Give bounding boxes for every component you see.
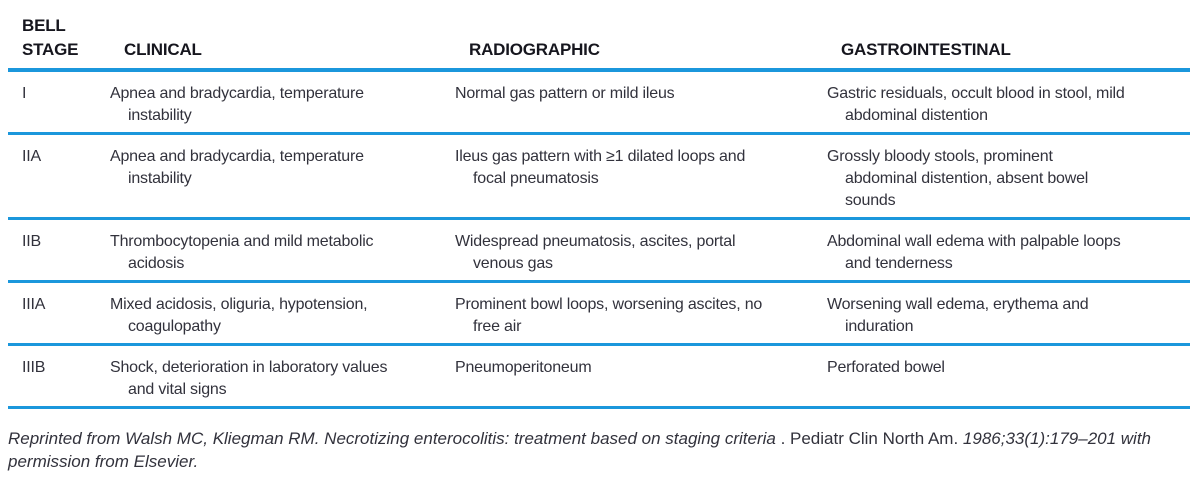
- cell-clinical: Mixed acidosis, oliguria, hypotension, c…: [110, 296, 368, 335]
- table-row: IIB Thrombocytopenia and mild metabolic …: [8, 220, 1190, 283]
- cell-gastrointestinal: Gastric residuals, occult blood in stool…: [827, 85, 1125, 124]
- cell-gastrointestinal: Worsening wall edema, erythema and indur…: [827, 296, 1089, 335]
- citation-italic-part-1: Reprinted from Walsh MC, Kliegman RM. Ne…: [8, 429, 776, 448]
- cell-clinical: Shock, deterioration in laboratory value…: [110, 359, 388, 398]
- cell-gastrointestinal: Abdominal wall edema with palpable loops…: [827, 233, 1121, 272]
- cell-gastrointestinal: Perforated bowel: [827, 359, 945, 376]
- cell-clinical: Thrombocytopenia and mild metabolic acid…: [110, 233, 374, 272]
- cell-radiographic: Widespread pneumatosis, ascites, portal …: [455, 233, 736, 272]
- citation-roman-part: . Pediatr Clin North Am.: [775, 429, 963, 448]
- table-row: IIIB Shock, deterioration in laboratory …: [8, 346, 1190, 409]
- cell-gastrointestinal: Grossly bloody stools, prominent abdomin…: [827, 148, 1089, 209]
- cell-radiographic: Pneumoperitoneum: [455, 359, 592, 376]
- header-bell-stage: BELL STAGE: [22, 16, 79, 59]
- cell-bell-stage: I: [22, 85, 27, 102]
- header-gastrointestinal: GASTROINTESTINAL: [841, 40, 1011, 59]
- table-header-row: BELL STAGE CLINICAL RADIOGRAPHIC GASTROI…: [8, 0, 1190, 72]
- table-row: I Apnea and bradycardia, temperature ins…: [8, 72, 1190, 135]
- bell-staging-table: BELL STAGE CLINICAL RADIOGRAPHIC GASTROI…: [8, 0, 1190, 409]
- citation-italic-part-2: 1986;33(1):179–201 with permission from …: [8, 429, 1152, 471]
- cell-clinical: Apnea and bradycardia, temperature insta…: [110, 148, 364, 187]
- cell-radiographic: Ileus gas pattern with ≥1 dilated loops …: [455, 148, 746, 187]
- cell-radiographic: Normal gas pattern or mild ileus: [455, 85, 675, 102]
- header-radiographic: RADIOGRAPHIC: [469, 40, 600, 59]
- cell-bell-stage: IIIA: [22, 296, 46, 313]
- table-body: I Apnea and bradycardia, temperature ins…: [8, 72, 1190, 409]
- citation: Reprinted from Walsh MC, Kliegman RM. Ne…: [8, 427, 1190, 473]
- cell-bell-stage: IIIB: [22, 359, 46, 376]
- table-row: IIIA Mixed acidosis, oliguria, hypotensi…: [8, 283, 1190, 346]
- header-clinical: CLINICAL: [124, 40, 202, 59]
- cell-bell-stage: IIB: [22, 233, 41, 250]
- cell-clinical: Apnea and bradycardia, temperature insta…: [110, 85, 364, 124]
- cell-bell-stage: IIA: [22, 148, 41, 165]
- cell-radiographic: Prominent bowl loops, worsening ascites,…: [455, 296, 763, 335]
- table-row: IIA Apnea and bradycardia, temperature i…: [8, 135, 1190, 220]
